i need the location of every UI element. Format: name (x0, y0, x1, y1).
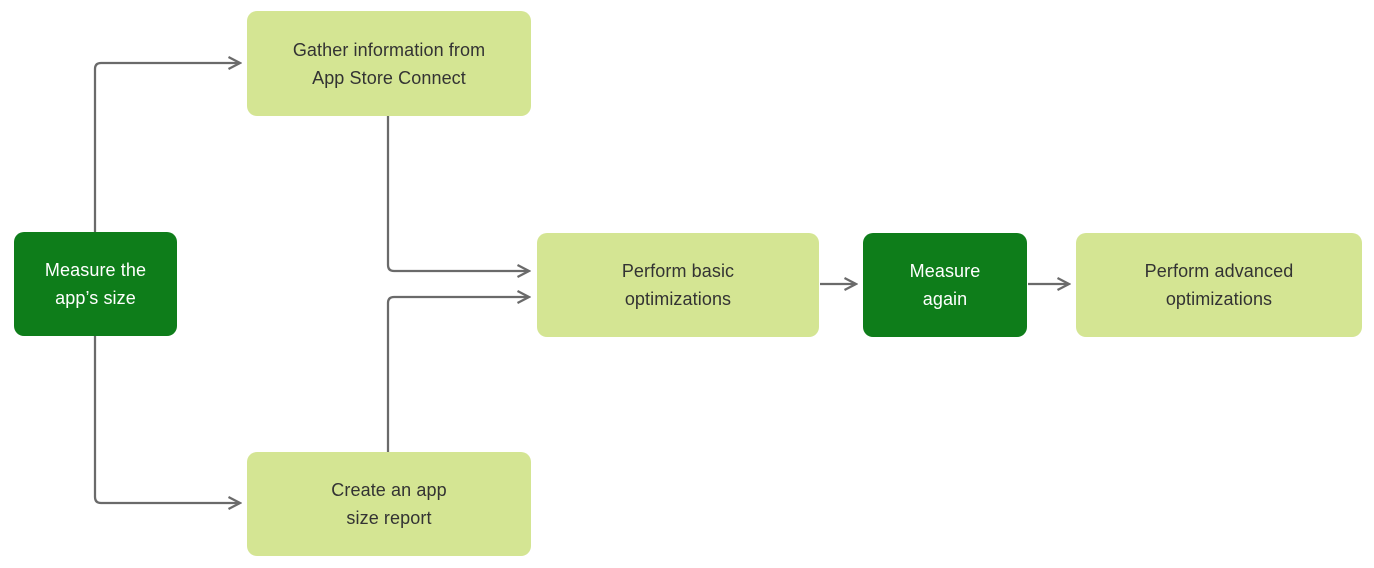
node-gather-information: Gather information from App Store Connec… (247, 11, 531, 116)
arrow-create-report-to-basic-opt (386, 297, 529, 452)
arrow-measure-to-create-report (93, 336, 240, 503)
node-perform-advanced-optimizations: Perform advanced optimizations (1076, 233, 1362, 337)
node-measure-app-size: Measure the app’s size (14, 232, 177, 336)
node-perform-basic-optimizations: Perform basic optimizations (537, 233, 819, 337)
arrow-gather-to-basic-opt (386, 116, 529, 271)
arrow-measure-to-gather (93, 63, 240, 232)
node-measure-again: Measure again (863, 233, 1027, 337)
node-create-app-size-report: Create an app size report (247, 452, 531, 556)
